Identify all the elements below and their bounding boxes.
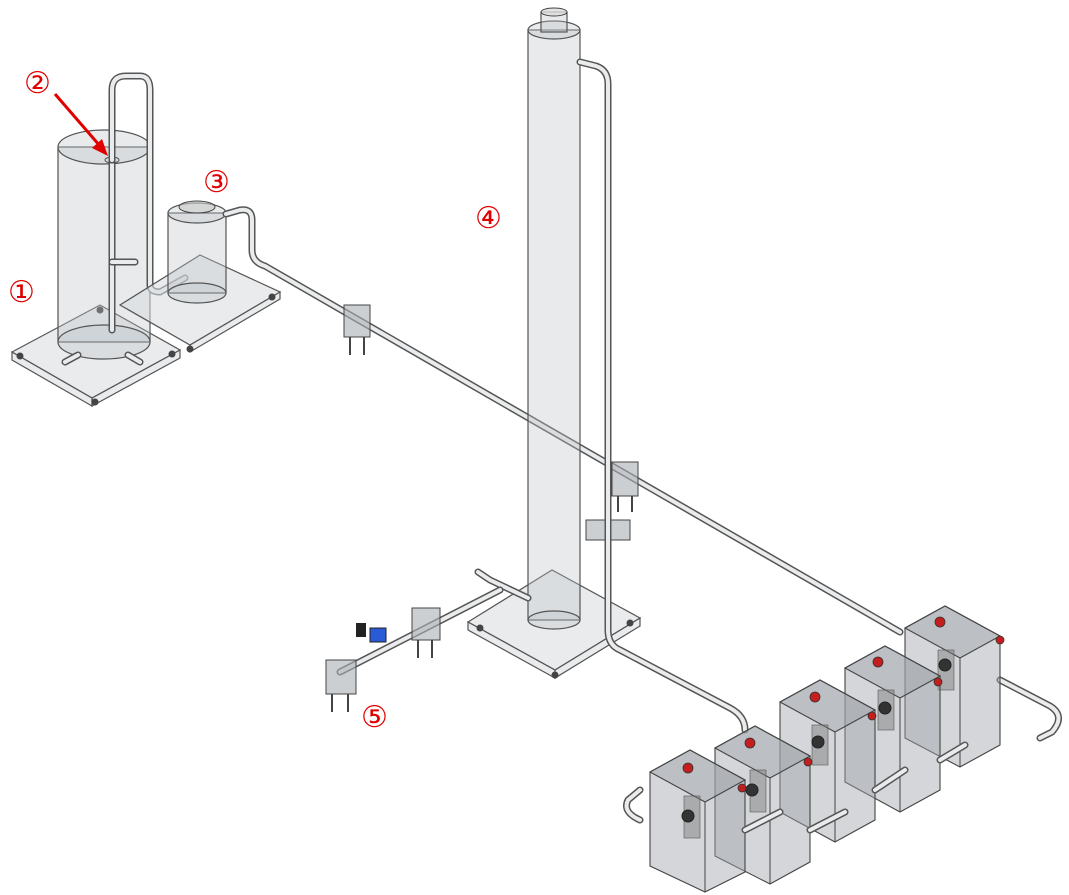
- label-3: ③: [203, 165, 230, 200]
- label-5: ⑤: [361, 700, 388, 735]
- clamp-a: [343, 304, 371, 355]
- clamp-b: [611, 461, 639, 512]
- cell-unit-3: [778, 679, 877, 843]
- cell-unit-5: [648, 749, 747, 893]
- cell-unit-2: [843, 645, 943, 813]
- transfer-tube: [222, 206, 904, 636]
- label-1: ①: [8, 275, 35, 310]
- column-return-tube: [576, 58, 749, 734]
- tank-3-vessel: [167, 212, 227, 294]
- cell-unit-1: [903, 605, 1005, 768]
- column-4-tube: [527, 29, 581, 621]
- pointer-arrow: [53, 93, 108, 156]
- inlet-5: [325, 568, 532, 712]
- tank-3: [118, 200, 282, 354]
- cell-unit-4: [713, 725, 813, 885]
- cell-units: [623, 605, 1062, 893]
- label-2: ②: [24, 66, 51, 101]
- label-4: ④: [475, 201, 502, 236]
- tank-1: [10, 129, 182, 408]
- column-4: [466, 7, 642, 680]
- valve-blue: [369, 627, 387, 643]
